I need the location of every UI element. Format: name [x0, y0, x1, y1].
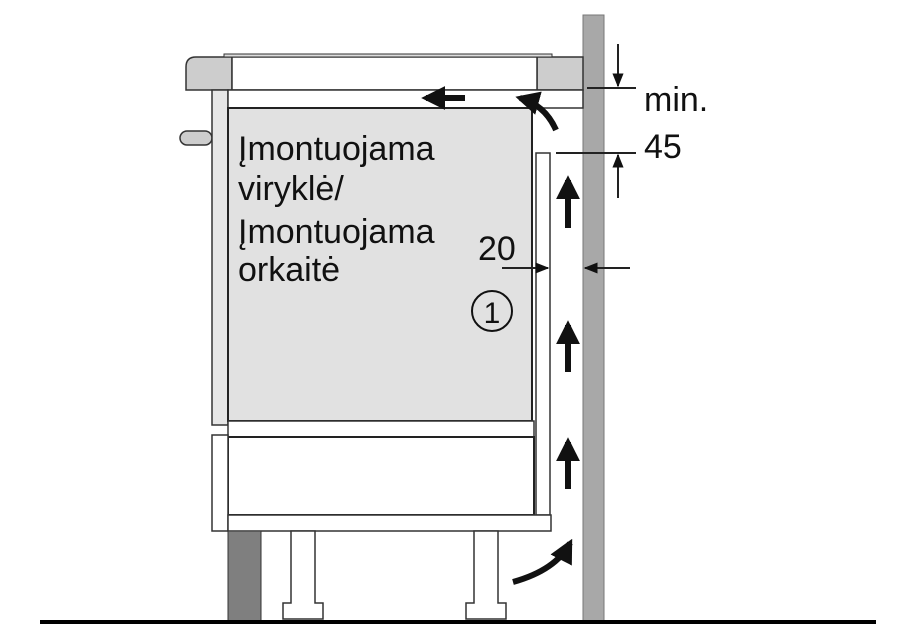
hob [231, 56, 538, 91]
countertop-left [185, 56, 233, 91]
appliance-body [227, 107, 533, 422]
appliance-front-panel [211, 89, 229, 426]
hob-glass [223, 53, 553, 58]
callout-number: 1 [484, 297, 501, 330]
handle [179, 130, 213, 146]
plinth [227, 530, 262, 622]
appliance-label-line: orkaitė [238, 251, 340, 289]
leg-left [282, 530, 324, 620]
countertop-right [536, 56, 584, 91]
appliance-label-line: Įmontuojama [238, 130, 435, 168]
leg-right [465, 530, 507, 620]
cabinet-base [227, 514, 552, 532]
dimension-45-value: 45 [644, 128, 682, 166]
appliance-label-line: viryklė/ [238, 170, 344, 208]
arrow-curved-bottom-icon [512, 538, 573, 585]
callout-circle [471, 290, 513, 332]
dimension-min-label: min. [644, 81, 708, 119]
airflow-arrows [421, 86, 580, 585]
drawer-front [211, 434, 229, 532]
dimension-20-value: 20 [478, 230, 516, 268]
appliance-label-line: Įmontuojama [238, 213, 435, 251]
wall [582, 14, 605, 622]
arrow-curved-top-icon [515, 91, 559, 132]
dimension-top-gap: min. 45 [556, 44, 708, 198]
dimension-side-gap: 20 [478, 230, 630, 274]
cabinet-side-panel [535, 152, 551, 516]
shelf-strip [227, 420, 535, 438]
drawer-box [227, 436, 535, 516]
